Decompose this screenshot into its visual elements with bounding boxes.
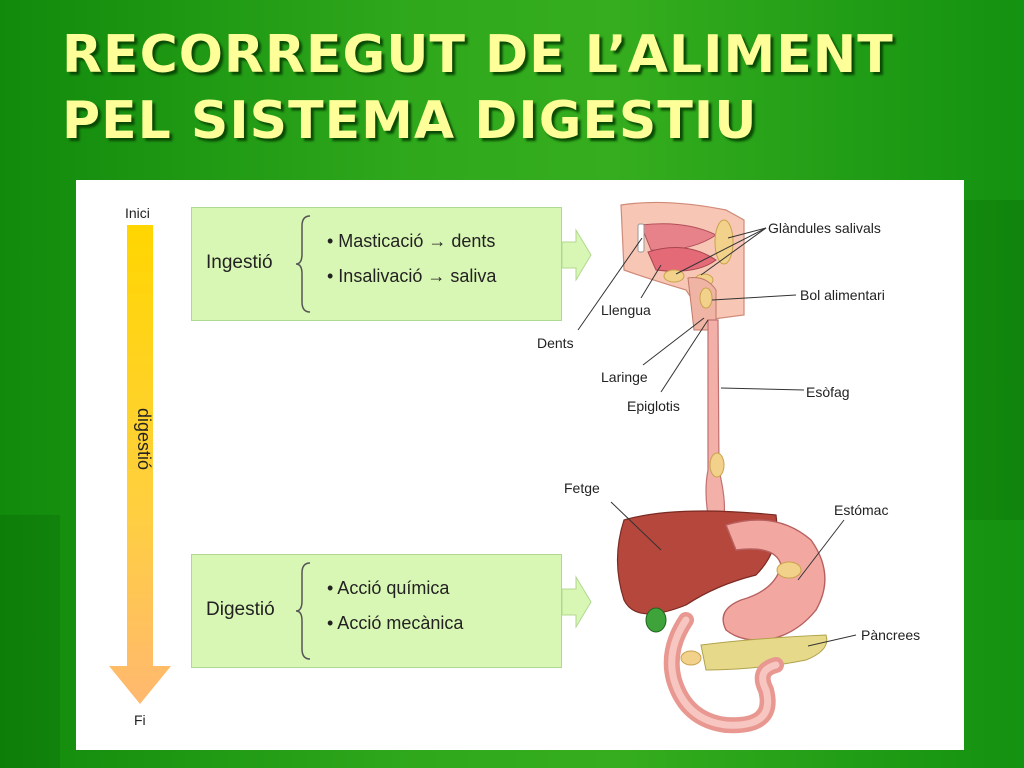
- label-pancrees: Pàncrees: [861, 627, 921, 643]
- brace-icon: [295, 562, 311, 660]
- digestive-system-illustration: [577, 201, 857, 734]
- label-leader-lines: [577, 227, 857, 647]
- digestio-item-2: • Acció mecànica: [327, 613, 464, 633]
- gallbladder: [645, 607, 667, 633]
- label-epiglotis: Epiglotis: [627, 398, 680, 414]
- title-line-1: RECORREGUT DE L’ALIMENT: [62, 25, 894, 85]
- ingestio-box: Ingestió • Masticació → dents • Insaliva…: [191, 207, 562, 321]
- ingestio-item-2: • Insalivació → saliva: [327, 266, 497, 286]
- teeth: [637, 223, 645, 253]
- flow-arrow-shape: [109, 225, 171, 704]
- digestio-box: Digestió • Acció química • Acció mecànic…: [191, 554, 562, 668]
- label-dents: Dents: [537, 335, 574, 351]
- ingestio-title: Ingestió: [206, 252, 273, 273]
- brace-icon: [295, 215, 311, 313]
- flow-arrow: [109, 225, 171, 704]
- intestine-content: [680, 650, 702, 666]
- digestio-item-1: • Acció química: [327, 578, 450, 598]
- background-block: [964, 200, 1024, 520]
- label-laringe: Laringe: [601, 369, 648, 385]
- ingestio-item-1: • Masticació → dents: [327, 231, 496, 251]
- background-block: [0, 515, 60, 768]
- slide-title: RECORREGUT DE L’ALIMENT PEL SISTEMA DIGE…: [62, 22, 1002, 154]
- label-glandules-salivals: Glàndules salivals: [768, 220, 881, 236]
- label-estomac: Estómac: [834, 502, 889, 518]
- flow-start-label: Inici: [125, 205, 150, 221]
- pancreas: [700, 634, 828, 671]
- title-line-2: PEL SISTEMA DIGESTIU: [62, 91, 758, 151]
- diagram-panel: Inici Fi digestió Ingestió • Masticació …: [76, 180, 964, 750]
- label-fetge: Fetge: [564, 480, 600, 496]
- label-bol-alimentari: Bol alimentari: [800, 287, 885, 303]
- salivary-gland: [714, 219, 734, 265]
- flow-end-label: Fi: [134, 712, 146, 728]
- stomach-content: [776, 561, 802, 579]
- bolus: [699, 287, 713, 309]
- duodenum-inner: [668, 616, 780, 729]
- label-llengua: Llengua: [601, 302, 651, 318]
- digestio-title: Digestió: [206, 599, 275, 620]
- esophagus: [705, 319, 726, 516]
- bolus-esophagus: [709, 452, 725, 478]
- label-esofag: Esòfag: [806, 384, 850, 400]
